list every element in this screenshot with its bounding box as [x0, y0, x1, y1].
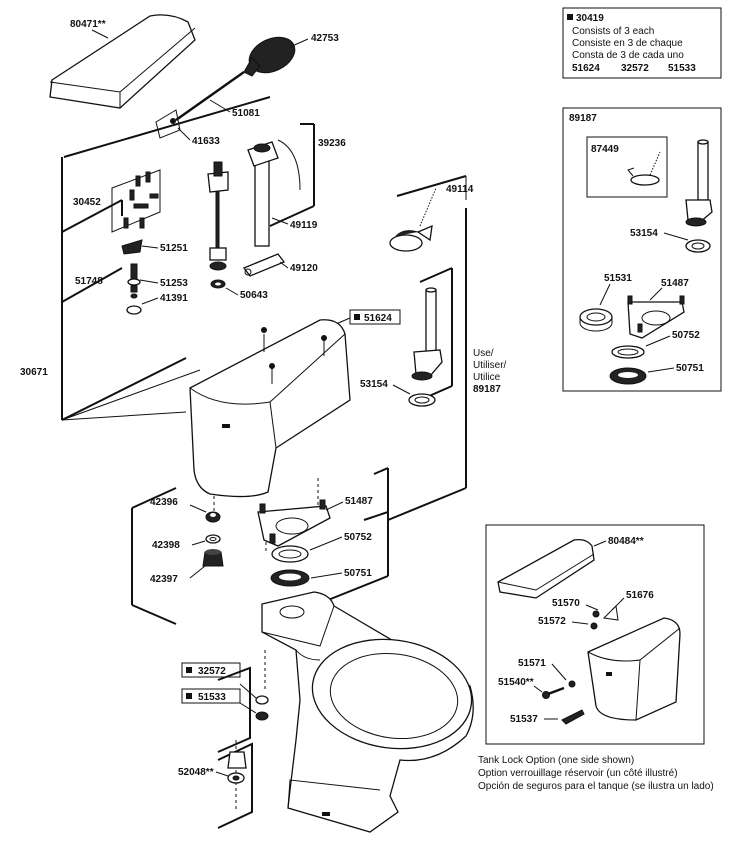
screw-51540: [542, 686, 565, 699]
kit-box-30419: 30419 Consists of 3 each Consiste en 3 d…: [562, 7, 722, 79]
label-51487-inset: 51487: [661, 278, 689, 289]
lock-key-part: [602, 604, 619, 621]
label-51531: 51531: [604, 273, 632, 284]
kit-desc-fr: Consiste en 3 de chaque: [572, 38, 683, 49]
tank-lock-inset: 80484** 51570 51676 51572 51571 51540**: [485, 524, 705, 745]
label-49120: 49120: [290, 263, 318, 274]
label-51570: 51570: [552, 598, 580, 609]
label-42396: 42396: [150, 497, 178, 508]
label-50752: 50752: [344, 532, 372, 543]
label-51081: 51081: [232, 108, 260, 119]
use-note-es: Utilice: [473, 372, 501, 383]
tank-bracket-part-inset: [627, 295, 685, 339]
fill-valve-49119-part: [247, 139, 301, 247]
label-42397: 42397: [150, 574, 178, 585]
assembly-frame-lines: [61, 96, 467, 625]
kit-part-2: 32572: [621, 63, 649, 74]
nut-42396: [205, 511, 221, 523]
label-42398: 42398: [152, 540, 180, 551]
key-51537: [561, 709, 585, 725]
nut-42397: [202, 549, 224, 567]
label-39236: 39236: [318, 138, 346, 149]
label-51748: 51748: [75, 276, 103, 287]
label-53154: 53154: [360, 379, 388, 390]
lever-49120-part: [242, 253, 286, 277]
tank-bracket-51487: [257, 499, 331, 547]
label-51571: 51571: [518, 658, 546, 669]
label-42753: 42753: [311, 33, 339, 44]
label-87449: 87449: [591, 144, 619, 155]
label-50751-inset: 50751: [676, 363, 704, 374]
label-80471: 80471**: [70, 19, 106, 30]
inset-89187-title: 89187: [569, 113, 597, 124]
label-51251: 51251: [160, 243, 188, 254]
bolt-cap-parts: [217, 666, 269, 753]
label-30452: 30452: [73, 197, 101, 208]
label-50752-inset: 50752: [672, 330, 700, 341]
label-51487: 51487: [345, 496, 373, 507]
refill-valve-51253: [127, 263, 141, 293]
flapper-49114-part: [389, 187, 437, 252]
ballcock-part: [207, 161, 229, 289]
label-53154-inset: 53154: [630, 228, 658, 239]
label-50643: 50643: [240, 290, 268, 301]
washer-42398: [205, 534, 221, 544]
kit-desc-en: Consists of 3 each: [572, 26, 654, 37]
use-note-part: 89187: [473, 384, 501, 395]
gasket-50752: [271, 545, 309, 563]
label-51533: 51533: [198, 692, 226, 703]
label-49114: 49114: [446, 184, 474, 195]
label-51624: 51624: [364, 313, 392, 324]
label-49119: 49119: [290, 220, 318, 231]
small-tank-part: [587, 617, 681, 721]
flush-handle-part: [175, 36, 296, 122]
toilet-tank-part: [189, 319, 351, 498]
label-51537: 51537: [510, 714, 538, 725]
label-51253: 51253: [160, 278, 188, 289]
label-80484: 80484**: [608, 536, 644, 547]
spud-washer-part: [579, 308, 613, 332]
overflow-tube-part: [685, 139, 713, 227]
label-52048: 52048**: [178, 767, 214, 778]
flapper-chain-part: [627, 151, 661, 186]
inset-89187: 89187 87449 53154 51531 51487: [562, 107, 722, 392]
tank-lock-caption-fr: Option verrouillage réservoir (un côté i…: [478, 768, 678, 779]
flapper-bracket-51251: [121, 239, 143, 255]
label-51676: 51676: [626, 590, 654, 601]
use-note-en: Use/: [473, 348, 494, 359]
tank-lid-small: [497, 538, 595, 599]
label-30671: 30671: [20, 367, 48, 378]
use-note-fr: Utiliser/: [473, 360, 507, 371]
label-51572: 51572: [538, 616, 566, 627]
bolt-cap-52048: [217, 742, 253, 829]
label-51540: 51540**: [498, 677, 534, 688]
kit-part-1: 51624: [572, 63, 600, 74]
label-41391: 41391: [160, 293, 188, 304]
tank-lid-part: [49, 14, 196, 109]
kit-part-number: 30419: [576, 13, 604, 24]
label-32572: 32572: [198, 666, 226, 677]
washer-41391: [126, 293, 142, 315]
kit-desc-es: Consta de 3 de cada uno: [572, 50, 684, 61]
label-41633: 41633: [192, 136, 220, 147]
tank-lock-caption-en: Tank Lock Option (one side shown): [478, 755, 634, 766]
overflow-valve-main: [408, 287, 443, 407]
tank-lock-caption-es: Opción de seguros para el tanque (se ilu…: [478, 781, 714, 792]
kit-part-3: 51533: [668, 63, 696, 74]
label-50751: 50751: [344, 568, 372, 579]
screws-30452-part: [111, 169, 161, 233]
toilet-bowl-part: [261, 591, 474, 833]
